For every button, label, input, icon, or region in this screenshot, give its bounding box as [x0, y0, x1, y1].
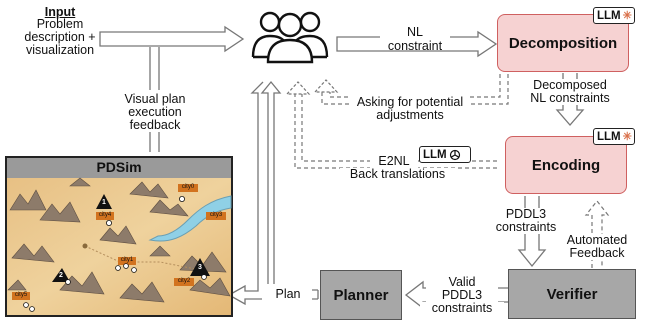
arrow-e2nl-dashed: [294, 92, 497, 169]
decomposed-line-2: NL constraints: [524, 92, 616, 105]
verifier-box: Verifier: [508, 269, 636, 319]
city-label: city2: [177, 278, 191, 284]
planner-box: Planner: [320, 270, 402, 320]
city-label: city4: [98, 212, 112, 218]
arrow-users-to-decomposition: [336, 30, 498, 58]
city-label: city0: [181, 184, 195, 190]
decomposition-label: Decomposition: [508, 34, 618, 52]
valid-line-3: constraints: [420, 302, 504, 315]
nl-constraint-line-1: NL: [380, 26, 450, 39]
llm-badge-e2nl: LLM: [419, 146, 471, 163]
asking-line-1: Asking for potential: [350, 96, 470, 109]
feedback-line-2: execution: [110, 106, 200, 119]
encoding-label: Encoding: [531, 156, 601, 174]
encoding-box: Encoding: [505, 136, 627, 194]
anthropic-icon: ✳: [622, 131, 632, 143]
input-title: Input: [44, 5, 76, 19]
marker-number: 2: [59, 272, 63, 279]
planner-label: Planner: [333, 286, 389, 304]
city-label: city5: [14, 292, 28, 298]
llm-badge-text: LLM: [423, 148, 447, 161]
city-label: city3: [209, 212, 223, 218]
marker-number: 1: [102, 199, 106, 206]
arrow-pdsim-feedback: [149, 132, 160, 152]
arrow-input-to-users: [99, 25, 245, 53]
pyramid-marker: [190, 258, 210, 276]
pdsim-title: PDSim: [96, 159, 142, 175]
pyramid-marker: [96, 194, 112, 209]
users-icon: [251, 11, 329, 64]
valid-line-2: PDDL3: [426, 289, 498, 302]
verifier-label: Verifier: [546, 285, 598, 303]
plan-label: Plan: [272, 288, 304, 301]
pyramid-marker: [52, 268, 70, 282]
openai-icon: [449, 149, 460, 160]
pddl3-constraints-line-2: constraints: [490, 221, 562, 234]
valid-line-1: Valid: [426, 276, 498, 289]
anthropic-icon: ✳: [622, 10, 632, 22]
pddl3-constraints-line-1: PDDL3: [496, 208, 556, 221]
llm-badge-decomposition: LLM ✳: [593, 7, 635, 24]
input-line-1: Problem: [36, 17, 84, 31]
automated-feedback-line-1: Automated: [560, 234, 634, 247]
input-line-2: description +: [24, 30, 96, 44]
back-translations-label: Back translations: [340, 168, 455, 181]
city-label: city1: [120, 257, 134, 263]
automated-feedback-line-2: Feedback: [560, 247, 634, 260]
e2nl-label: E2NL: [370, 155, 418, 168]
llm-badge-encoding: LLM ✳: [593, 128, 635, 145]
input-line-3: visualization: [25, 43, 95, 57]
marker-number: 3: [198, 264, 202, 271]
nl-constraint-line-2: constraint: [387, 39, 443, 53]
asking-line-2: adjustments: [376, 108, 444, 122]
pdsim-panel: [5, 156, 233, 317]
decomposed-line-1: Decomposed: [524, 79, 616, 92]
arrow-feedback-up: [149, 47, 160, 90]
feedback-line-3: feedback: [110, 119, 200, 132]
llm-badge-text: LLM: [597, 130, 621, 143]
llm-badge-text: LLM: [597, 9, 621, 22]
arrow-plan: [260, 80, 318, 291]
feedback-line-1: Visual plan: [110, 93, 200, 106]
